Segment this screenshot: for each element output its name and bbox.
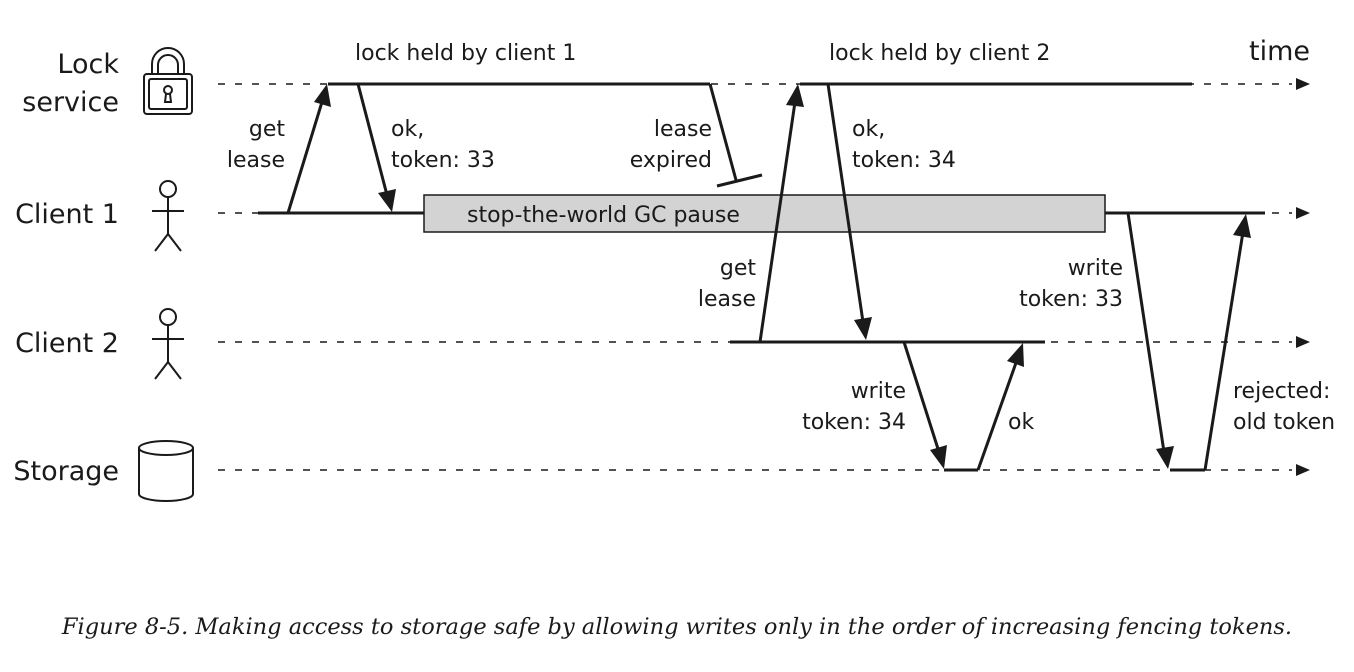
client1-label: Client 1 [15, 199, 119, 230]
client2-label: Client 2 [15, 328, 119, 359]
ok-token-34-label-line1: ok, [852, 117, 885, 142]
ok-token-34-arrow [826, 83, 865, 323]
write-token-34-label-line2: token: 34 [802, 410, 906, 435]
gc-pause-label: stop-the-world GC pause [467, 203, 740, 228]
write-token-33-arrowhead [1156, 446, 1174, 469]
lock-service-label-line1: Lock [57, 49, 119, 80]
figure-caption: Figure 8-5. Making access to storage saf… [61, 614, 1293, 640]
write-token-34-arrowhead [930, 445, 947, 469]
write-token-33-label-line1: write [1068, 256, 1123, 281]
get-lease-1-arrow [286, 101, 324, 214]
ok-response-arrow [976, 359, 1019, 471]
timelines [218, 78, 1310, 476]
lease-expired-label-line1: lease [654, 117, 712, 142]
lease-expired-arrow [708, 83, 738, 181]
padlock-icon [143, 47, 193, 115]
storage-timeline-arrowhead [1296, 464, 1310, 476]
write-token-33-arrow [1126, 212, 1166, 453]
write-token-34-label-line1: write [851, 379, 906, 404]
ok-token-33-arrowhead [378, 189, 396, 212]
ok-token-33-label-line1: ok, [391, 117, 424, 142]
ok-label: ok [1008, 410, 1034, 435]
time-axis-label: time [1249, 36, 1310, 67]
gc-pause-box [423, 194, 1106, 233]
get-lease-1-arrowhead [314, 84, 331, 107]
lock-timeline-arrowhead [1296, 78, 1310, 90]
rejected-response-arrow [1203, 231, 1245, 471]
fencing-token-sequence-diagram: Lock service Client 1 Client 2 Storage t… [13, 36, 1335, 502]
storage-label: Storage [13, 456, 119, 487]
lock-service-label-line2: service [22, 87, 119, 118]
client2-timeline-arrowhead [1296, 336, 1310, 348]
client2-person-icon [152, 308, 184, 380]
get-lease-2-label-line2: lease [698, 287, 756, 312]
write-token-33-label-line2: token: 33 [1019, 287, 1123, 312]
lease-expired-cross-mark [716, 173, 763, 188]
write-token-34-arrow [902, 341, 941, 453]
lease-expired-label-line2: expired [630, 148, 712, 173]
get-lease-1-label-line2: lease [227, 148, 285, 173]
ok-token-34-arrowhead [854, 317, 872, 340]
rejected-label-line1: rejected: [1233, 379, 1330, 404]
client1-person-icon [152, 180, 184, 252]
get-lease-2-label-line1: get [720, 256, 757, 281]
client1-timeline-arrowhead [1296, 207, 1310, 219]
rejected-label-line2: old token [1233, 410, 1335, 435]
lock-held-by-client2-label: lock held by client 2 [829, 41, 1050, 66]
database-cylinder-icon [138, 440, 194, 502]
ok-token-33-arrow [356, 83, 389, 196]
ok-token-33-label-line2: token: 33 [391, 148, 495, 173]
lock-held-by-client1-label: lock held by client 1 [355, 41, 576, 66]
ok-token-34-label-line2: token: 34 [852, 148, 956, 173]
rejected-response-arrowhead [1233, 214, 1251, 238]
get-lease-2-arrowhead [786, 84, 804, 107]
ok-response-arrowhead [1007, 343, 1024, 367]
get-lease-2-arrow [758, 101, 797, 343]
get-lease-1-label-line1: get [249, 117, 286, 142]
